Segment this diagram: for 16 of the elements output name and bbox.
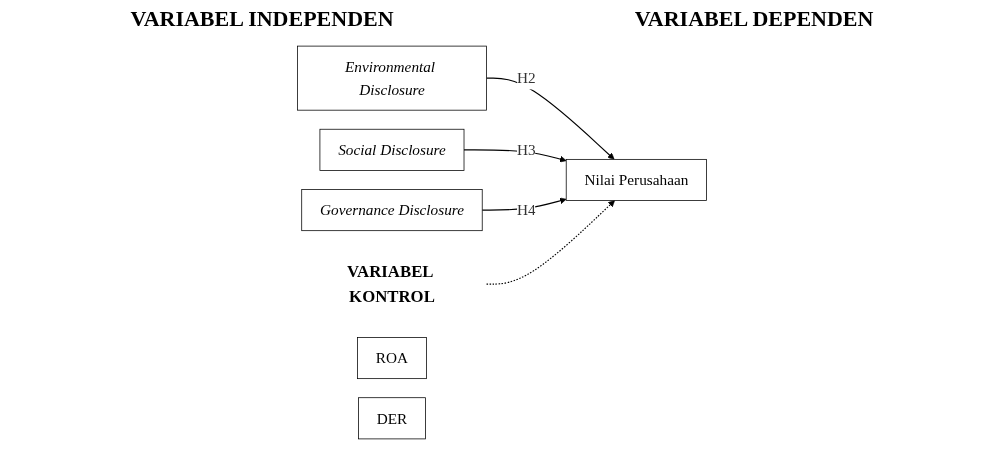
edge-label: H2	[517, 69, 536, 87]
edge-label: H4	[517, 201, 536, 219]
node-box: Governance Disclosure	[301, 189, 483, 232]
arrow	[485, 77, 615, 160]
node-box: ROA	[357, 337, 427, 379]
node-box: Social Disclosure	[319, 128, 465, 171]
arrow	[463, 149, 567, 163]
node-box: Environmental Disclosure	[297, 45, 487, 111]
node-box: DER	[358, 397, 426, 440]
heading-text: VARIABEL INDEPENDEN	[130, 6, 394, 33]
node-box: Nilai Perusahaan	[565, 159, 707, 201]
heading-text: VARIABEL DEPENDEN	[634, 6, 874, 33]
arrow	[481, 197, 567, 211]
node-text: VARIABEL KONTROL	[347, 261, 435, 307]
edge-label: H3	[517, 141, 536, 159]
arrow	[485, 200, 615, 285]
